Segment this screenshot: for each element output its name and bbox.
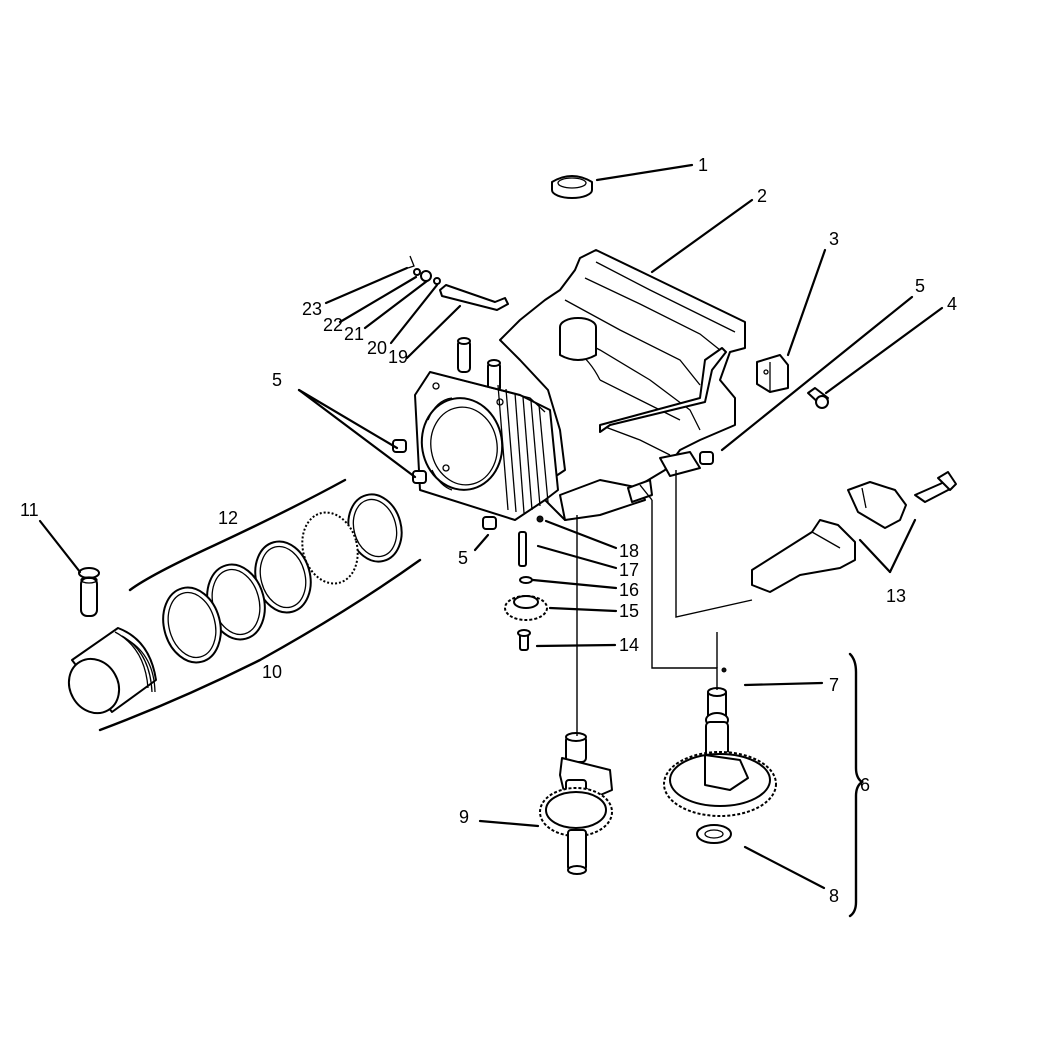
callout-20: 20 [367,338,387,358]
part-governor-gear-set [504,515,548,651]
callout-10: 10 [262,662,282,682]
callout-22: 22 [323,315,343,335]
callout-21: 21 [344,324,364,344]
part-piston-pin [78,567,100,617]
callout-11: 11 [20,500,39,520]
callout-8: 8 [829,886,839,906]
callout-14: 14 [619,635,639,655]
callout-4: 4 [947,294,957,314]
part-connecting-rod [751,471,957,593]
callout-5: 5 [915,276,925,296]
part-piston [67,627,157,715]
part-seal [551,175,593,199]
callout-1: 1 [698,155,708,175]
camshaft-assembly-brace [848,652,865,918]
callout-5: 5 [458,548,468,568]
callout-labels: 1 2 3 4 5 5 5 6 7 8 9 10 11 12 13 14 15 … [20,155,957,906]
part-dowel-pins [392,439,714,530]
leader-lines [38,163,944,890]
callout-19: 19 [388,347,408,367]
callout-12: 12 [218,508,238,528]
callout-6: 6 [860,775,870,795]
callout-5: 5 [272,370,282,390]
part-bracket [756,354,789,393]
callout-23: 23 [302,299,322,319]
part-plug [807,387,829,409]
callout-3: 3 [829,229,839,249]
part-piston-rings [162,493,403,664]
callout-16: 16 [619,580,639,600]
callout-15: 15 [619,601,639,621]
part-crankcase [414,249,746,521]
callout-9: 9 [459,807,469,827]
part-crankshaft [539,732,613,875]
callout-2: 2 [757,186,767,206]
callout-7: 7 [829,675,839,695]
assembly-axis-lines [576,470,753,736]
callout-18: 18 [619,541,639,561]
callout-17: 17 [619,560,639,580]
part-camshaft [663,667,777,844]
callout-13: 13 [886,586,906,606]
